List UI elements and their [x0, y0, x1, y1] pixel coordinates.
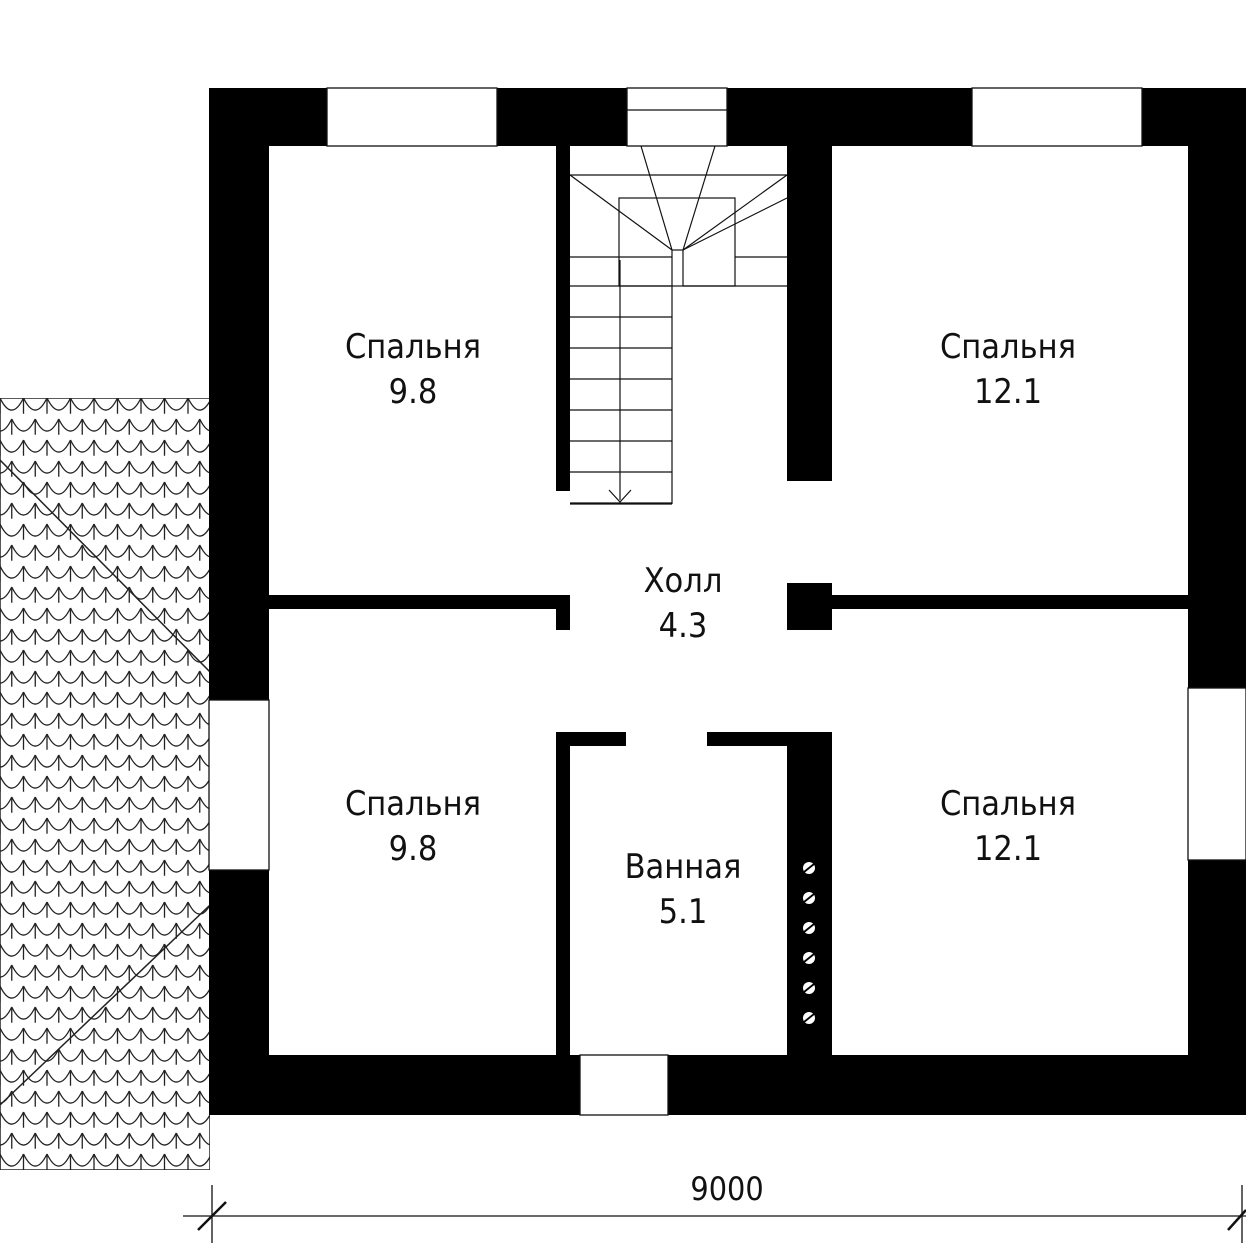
dimension-line: [183, 1185, 1246, 1243]
window-right: [1187, 687, 1246, 861]
room-name-bedroom-ne: Спальня: [940, 327, 1076, 367]
window-top-1: [326, 87, 498, 147]
room-name-hall: Холл: [644, 561, 723, 601]
room-area-bedroom-sw: 9.8: [389, 829, 438, 869]
room-area-bedroom-nw: 9.8: [389, 372, 438, 412]
roof-ridge-lower: [0, 904, 210, 1106]
window-top-2: [626, 87, 728, 147]
room-area-bedroom-ne: 12.1: [974, 372, 1042, 412]
dimension-value: 9000: [690, 1170, 763, 1208]
window-bottom: [579, 1054, 669, 1116]
interior-walls: [269, 146, 1188, 1055]
ventilation-shafts: [803, 862, 815, 1024]
windows: [208, 87, 1246, 1116]
outer-walls: [209, 88, 1246, 1115]
window-left: [208, 699, 270, 871]
staircase: [569, 145, 788, 505]
room-area-hall: 4.3: [659, 606, 708, 646]
room-name-bathroom: Ванная: [625, 847, 742, 887]
room-name-bedroom-se: Спальня: [940, 784, 1076, 824]
room-name-bedroom-sw: Спальня: [345, 784, 481, 824]
room-area-bathroom: 5.1: [659, 892, 708, 932]
roof-ridge-upper: [0, 459, 210, 673]
room-name-bedroom-nw: Спальня: [345, 327, 481, 367]
roof-tiles: [0, 398, 210, 1170]
room-labels: Спальня 9.8 Спальня 12.1 Холл 4.3 Спальн…: [345, 327, 1076, 932]
window-top-3: [971, 87, 1143, 147]
room-area-bedroom-se: 12.1: [974, 829, 1042, 869]
